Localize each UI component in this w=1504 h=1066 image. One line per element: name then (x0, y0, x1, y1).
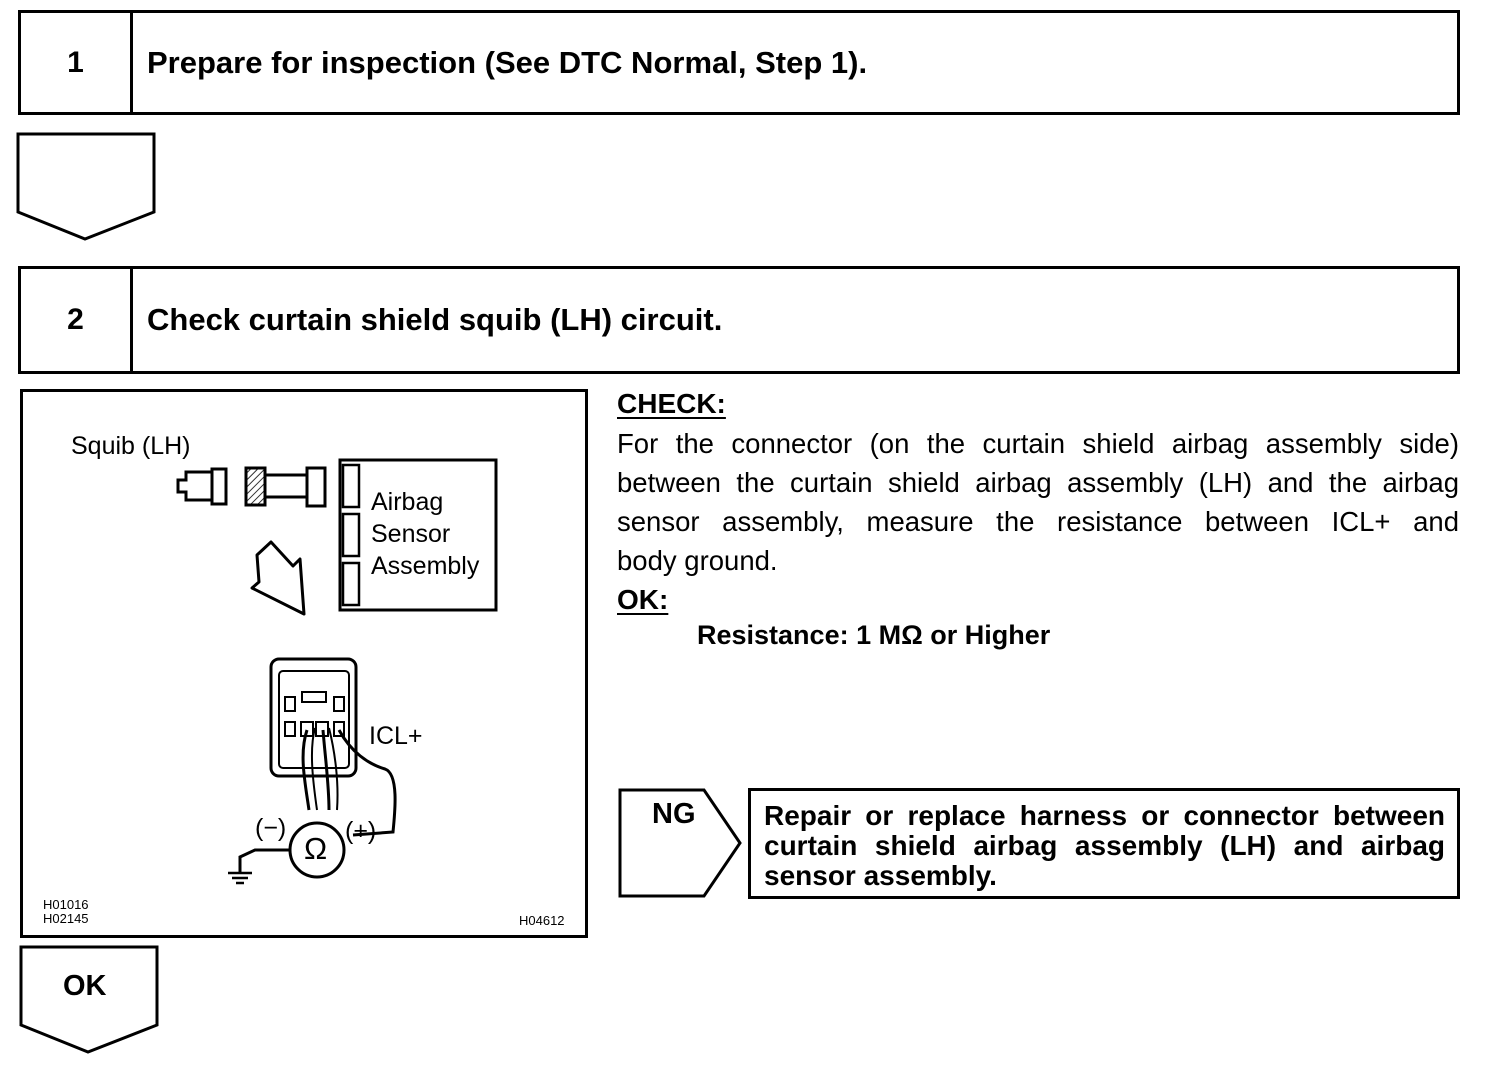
step-2-title: Check curtain shield squib (LH) circuit. (147, 302, 723, 337)
check-heading: CHECK: (617, 388, 726, 419)
check-line-4: body ground. (617, 545, 778, 576)
step-1-title: Prepare for inspection (See DTC Normal, … (147, 44, 868, 80)
check-line-1: For the connector (on the curtain shield… (617, 428, 1459, 459)
step-1-number: 1 (21, 13, 133, 112)
resistance-spec: Resistance: 1 MΩ or Higher (697, 620, 1051, 650)
step-1-box: 1 Prepare for inspection (See DTC Normal… (18, 10, 1460, 115)
ohm-symbol: Ω (304, 831, 328, 866)
terminal-label: ICL+ (369, 722, 423, 750)
sensor-label-line2: Sensor (371, 520, 451, 548)
ok-arrow-label: OK (63, 970, 107, 1002)
code-left-2: H02145 (43, 911, 89, 926)
check-line-3: sensor assembly, measure the resistance … (617, 506, 1459, 537)
minus-label: (−) (255, 814, 287, 842)
check-line-2: between the curtain shield airbag assemb… (617, 467, 1459, 498)
ok-heading: OK: (617, 584, 669, 615)
sensor-label-line3: Assembly (371, 552, 480, 580)
ng-action-text: Repair or replace harness or connector b… (764, 800, 1445, 891)
ng-label: NG (652, 798, 696, 830)
step-2-number: 2 (21, 269, 133, 371)
ok-arrow-icon (19, 945, 159, 1054)
check-instructions: For the connector (on the curtain shield… (617, 424, 1459, 580)
plus-label: (+) (345, 817, 377, 845)
wiring-illustration: Squib (LH) Airbag Sensor Assembly ICL+ (… (20, 389, 588, 938)
code-left-1: H01016 (43, 897, 89, 912)
ng-arrow-icon (618, 788, 742, 898)
connector-diagram (176, 458, 498, 885)
sensor-label-line1: Airbag (371, 488, 444, 516)
squib-label: Squib (LH) (71, 432, 191, 460)
step-2-box: 2 Check curtain shield squib (LH) circui… (18, 266, 1460, 374)
code-right: H04612 (519, 913, 565, 928)
continue-arrow-icon (16, 132, 156, 241)
ng-action-box: Repair or replace harness or connector b… (748, 788, 1460, 899)
